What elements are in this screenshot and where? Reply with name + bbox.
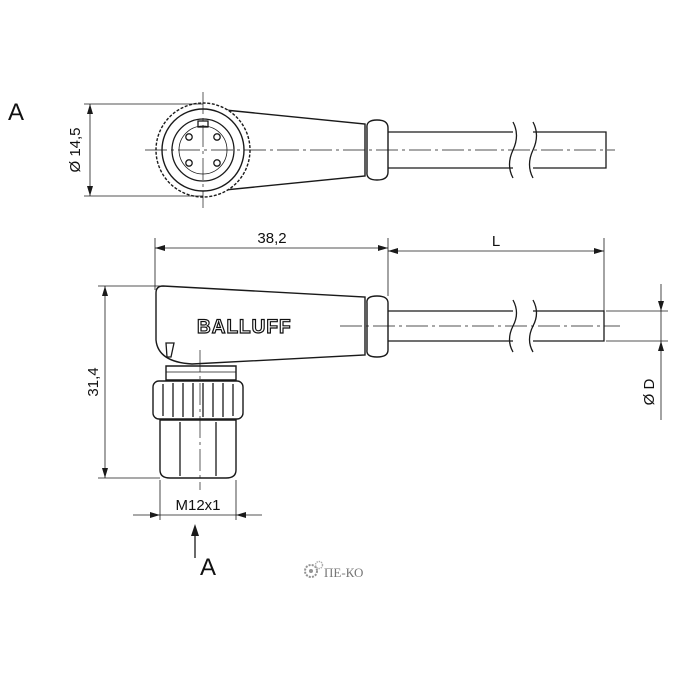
dim-m12-arrow-right — [236, 512, 246, 518]
knurl-ribs — [162, 383, 234, 417]
marking-symbol — [165, 342, 175, 358]
dim-l-label: L — [492, 233, 500, 250]
top-cable-edge — [388, 131, 513, 169]
dim-h-arrow-bottom — [102, 468, 108, 478]
pin-4 — [213, 159, 221, 167]
watermark-text: ПЕ-КО — [324, 565, 363, 580]
dim-dia-arrow-bottom — [87, 186, 93, 196]
side-thread-body — [159, 419, 237, 479]
side-knurled-nut — [152, 380, 244, 420]
view-label-top: A — [8, 99, 24, 126]
pin-1 — [185, 133, 193, 141]
dim-l-arrow-right — [594, 248, 604, 254]
dim-m12-arrow-left — [150, 512, 160, 518]
dim-l-arrow-left — [388, 248, 398, 254]
pin-2 — [213, 133, 221, 141]
top-view: Ø 14,5 — [67, 92, 615, 208]
dim-dia-arrow-top — [87, 104, 93, 114]
dim-len-arrow-right — [378, 245, 388, 251]
neck-collar — [165, 365, 237, 381]
pin-3 — [185, 159, 193, 167]
dim-d-label: Ø D — [641, 379, 658, 406]
top-break-line-2 — [528, 121, 538, 179]
dim-len-label: 38,2 — [257, 230, 286, 247]
dim-dia-label: Ø 14,5 — [67, 127, 84, 172]
top-cable-end — [533, 131, 607, 169]
dim-len-arrow-left — [155, 245, 165, 251]
side-view: 38,2 L BALLUFF — [85, 230, 668, 581]
view-arrow-head — [191, 524, 199, 536]
dim-h-arrow-top — [102, 286, 108, 296]
brand-logo: BALLUFF — [197, 317, 292, 338]
side-body-outline — [155, 285, 366, 365]
dim-d-arrow-bottom — [658, 341, 664, 351]
gear-icon — [304, 560, 324, 578]
watermark-logo: ПЕ-КО — [304, 560, 363, 580]
view-label-arrow: A — [200, 554, 216, 581]
side-sleeve — [366, 295, 389, 358]
side-cable-edge — [388, 310, 513, 342]
dim-m12-label: M12x1 — [175, 497, 220, 514]
dim-d-arrow-top — [658, 301, 664, 311]
dim-h-label: 31,4 — [85, 367, 102, 396]
